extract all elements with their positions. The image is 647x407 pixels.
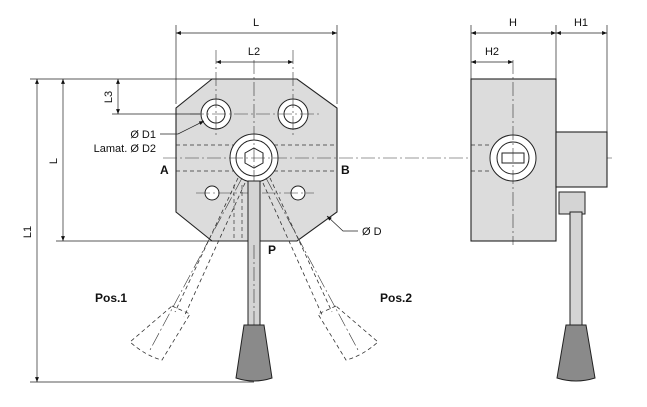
side-lever-stem bbox=[569, 211, 583, 330]
lever-position-1-ghost bbox=[129, 177, 246, 361]
port-label-p: P bbox=[268, 243, 276, 257]
callout-d: Ø D bbox=[362, 226, 382, 238]
leader-d1 bbox=[160, 120, 205, 135]
dim-label-L3: L3 bbox=[103, 91, 115, 103]
dim-label-H2: H2 bbox=[485, 46, 499, 58]
dim-label-L1: L1 bbox=[22, 226, 34, 238]
lever-center-knob bbox=[235, 324, 273, 382]
position-label-2: Pos.2 bbox=[380, 291, 412, 305]
lever-position-2-ghost bbox=[262, 177, 379, 361]
position-label-1: Pos.1 bbox=[95, 291, 127, 305]
dim-label-L-top: L bbox=[253, 17, 259, 29]
dim-label-L2: L2 bbox=[248, 46, 260, 58]
side-lever-knob bbox=[556, 324, 596, 382]
front-view bbox=[129, 50, 612, 382]
dim-label-H1: H1 bbox=[574, 17, 588, 29]
dim-label-H: H bbox=[509, 17, 517, 29]
callout-d2: Lamat. Ø D2 bbox=[94, 143, 156, 155]
side-lever-hub bbox=[558, 191, 586, 215]
port-label-a: A bbox=[160, 163, 169, 177]
side-spindle-boss bbox=[555, 131, 608, 188]
port-label-b: B bbox=[341, 163, 350, 177]
side-view bbox=[470, 60, 608, 382]
leader-d bbox=[326, 215, 358, 232]
labels: L L2 L3 L L1 H H1 H2 Ø D1 Lamat. Ø D2 Ø … bbox=[22, 17, 588, 305]
dim-label-L-left: L bbox=[48, 158, 60, 164]
dimension-lines bbox=[30, 25, 608, 383]
callout-d1: Ø D1 bbox=[130, 129, 156, 141]
